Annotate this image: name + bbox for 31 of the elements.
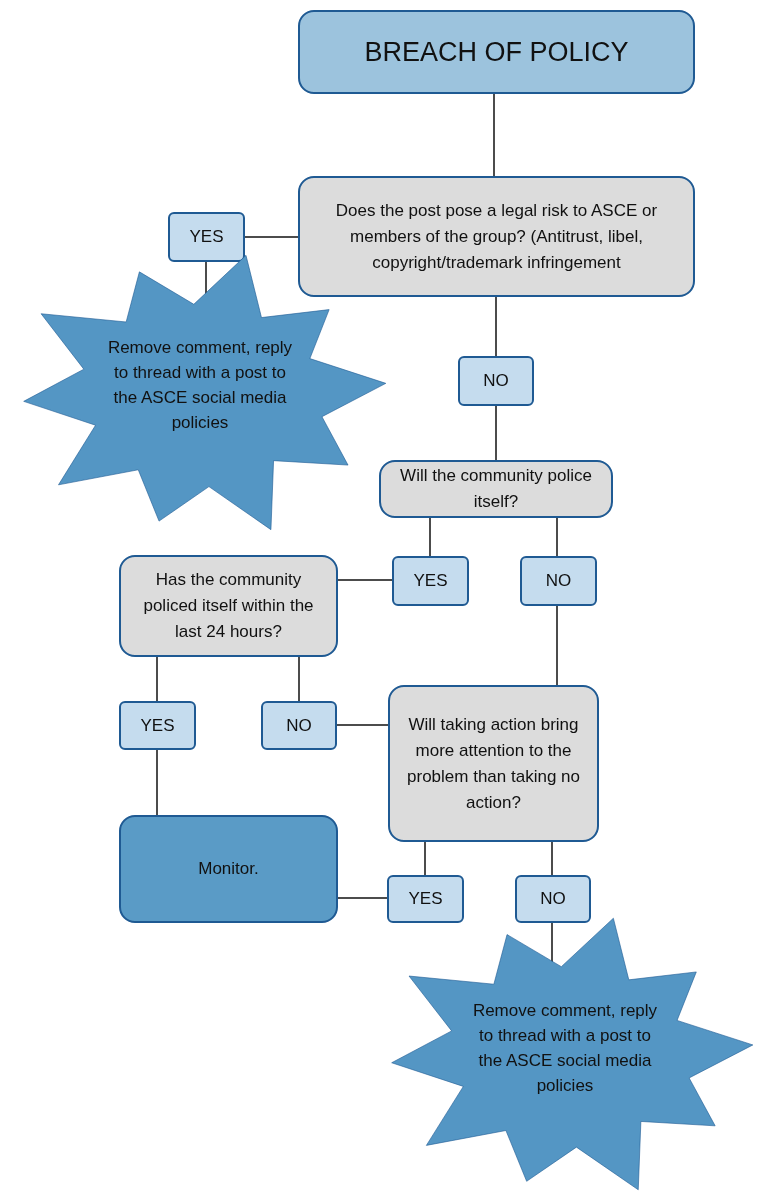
action-box: Monitor. bbox=[119, 815, 338, 923]
connector-line bbox=[156, 656, 158, 702]
answer-box: NO bbox=[515, 875, 591, 923]
connector-line bbox=[495, 405, 497, 461]
connector-line bbox=[556, 605, 558, 686]
answer-box: YES bbox=[119, 701, 196, 750]
connector-line bbox=[337, 897, 388, 899]
connector-line bbox=[495, 296, 497, 357]
decision-box: Will the community police itself? bbox=[379, 460, 613, 518]
decision-box: Does the post pose a legal risk to ASCE or members of the group? (Antitrust, libel, copyright/trademark infringement bbox=[298, 176, 695, 297]
starburst-text: Remove comment, reply to thread with a post to the ASCE social media policies bbox=[106, 337, 294, 434]
connector-line bbox=[156, 749, 158, 816]
connector-line bbox=[337, 579, 393, 581]
answer-box: YES bbox=[392, 556, 469, 606]
connector-line bbox=[429, 517, 431, 557]
starburst-text: Remove comment, reply to thread with a post to the ASCE social media policies bbox=[471, 1000, 659, 1097]
connector-line bbox=[493, 93, 495, 177]
answer-box: NO bbox=[520, 556, 597, 606]
connector-line bbox=[556, 517, 558, 557]
connector-line bbox=[244, 236, 299, 238]
answer-box: NO bbox=[261, 701, 337, 750]
answer-box: YES bbox=[387, 875, 464, 923]
answer-box: NO bbox=[458, 356, 534, 406]
decision-box: Will taking action bring more attention to the problem than taking no action? bbox=[388, 685, 599, 842]
connector-line bbox=[336, 724, 389, 726]
decision-box: Has the community policed itself within the last 24 hours? bbox=[119, 555, 338, 657]
connector-line bbox=[424, 841, 426, 876]
title-box: BREACH OF POLICY bbox=[298, 10, 695, 94]
connector-line bbox=[298, 656, 300, 702]
connector-line bbox=[551, 841, 553, 876]
answer-box: YES bbox=[168, 212, 245, 262]
